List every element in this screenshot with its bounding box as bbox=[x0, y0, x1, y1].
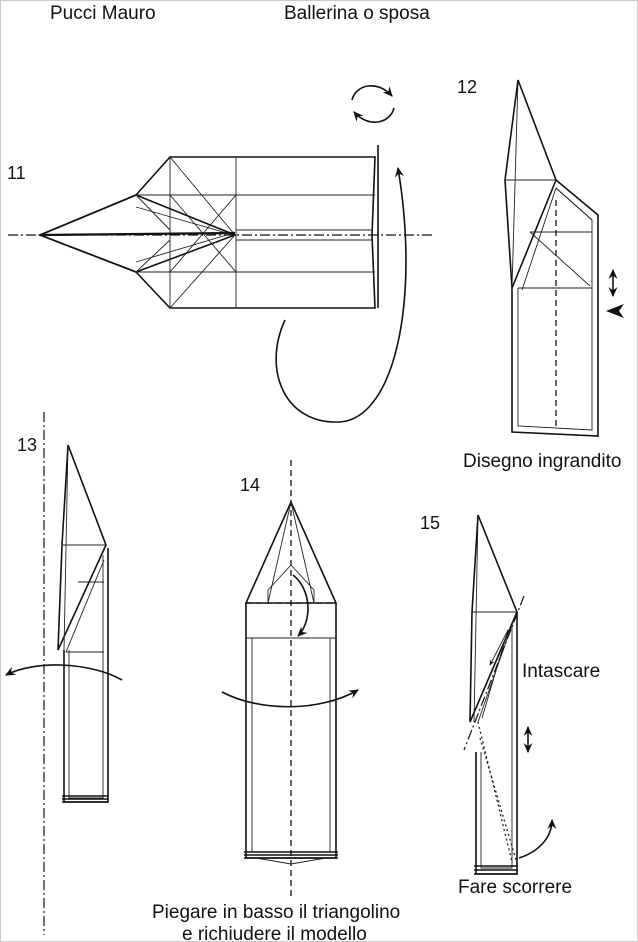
step-11-creases bbox=[135, 156, 375, 309]
step-15-number: 15 bbox=[420, 513, 441, 533]
step-14-caption-line-1: Piegare in basso il triangolino bbox=[152, 902, 401, 923]
step-13-figure bbox=[5, 412, 123, 935]
step-15-annotation-intascare: Intascare bbox=[522, 661, 601, 682]
step-15-dotted-lines bbox=[477, 721, 517, 863]
step-11-center-fold bbox=[39, 231, 236, 237]
step-14-caption-line-2: e richiudere il modello bbox=[182, 924, 367, 942]
fold-arrow-icon bbox=[5, 664, 123, 681]
turn-over-rotation-icon bbox=[351, 85, 395, 123]
step-15-spike bbox=[469, 514, 518, 723]
step-12-body-outer bbox=[511, 179, 599, 437]
step-13-spike bbox=[57, 444, 107, 651]
fold-down-arrow-icon bbox=[292, 574, 309, 637]
fold-behind-arrow-icon bbox=[275, 166, 407, 423]
step-11-outline bbox=[37, 156, 376, 309]
author-name: Pucci Mauro bbox=[50, 3, 156, 24]
step-13-number: 13 bbox=[17, 435, 38, 455]
page-title: Ballerina o sposa bbox=[284, 3, 430, 24]
step-12-spike bbox=[504, 79, 557, 289]
step-12-figure bbox=[504, 79, 624, 437]
close-model-arrow-icon bbox=[221, 689, 359, 708]
step-13-body bbox=[63, 548, 109, 803]
step-15-figure bbox=[463, 514, 557, 875]
step-12-number: 12 bbox=[457, 77, 478, 97]
step-15-diagonal-line bbox=[463, 595, 525, 751]
step-14-top-triangle bbox=[244, 500, 338, 604]
fold-arrow-icon bbox=[518, 818, 557, 859]
step-14-figure bbox=[221, 460, 359, 898]
step-15-annotation-fare-scorrere: Fare scorrere bbox=[458, 877, 573, 898]
step-12-caption: Disegno ingrandito bbox=[463, 451, 622, 472]
push-arrow-icon bbox=[606, 304, 624, 318]
step-14-number: 14 bbox=[240, 475, 261, 495]
step-11-number: 11 bbox=[7, 163, 26, 183]
step-11-figure bbox=[8, 85, 432, 423]
